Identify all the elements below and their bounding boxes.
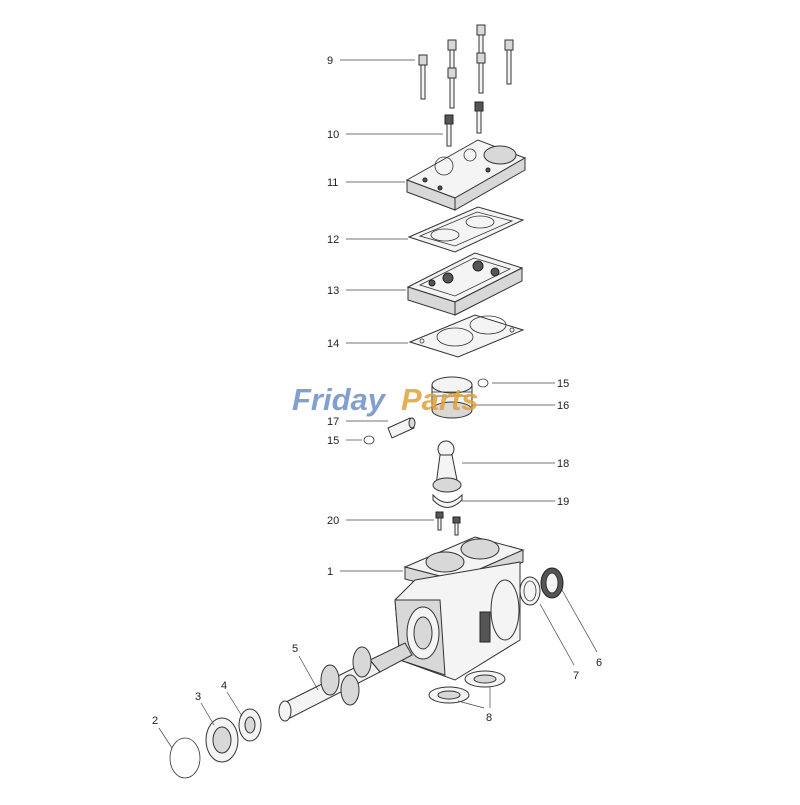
callout-19: 19 bbox=[557, 496, 569, 508]
callout-14: 14 bbox=[327, 338, 339, 350]
callout-16: 16 bbox=[557, 400, 569, 412]
callout-12: 12 bbox=[327, 234, 339, 246]
watermark-brand-b: Parts bbox=[401, 382, 479, 417]
part-9-bolts bbox=[418, 24, 514, 109]
part-11-head-cover bbox=[405, 139, 527, 211]
callout-13: 13 bbox=[327, 285, 339, 297]
part-15-circlip-lower bbox=[363, 435, 375, 445]
part-2-ring bbox=[169, 737, 201, 779]
part-6-bearing bbox=[540, 567, 564, 599]
part-15-circlip-upper bbox=[477, 378, 489, 388]
callout-20: 20 bbox=[327, 515, 339, 527]
part-5-crankshaft bbox=[278, 642, 413, 722]
callout-18: 18 bbox=[557, 458, 569, 470]
part-7-seal bbox=[519, 576, 541, 606]
callout-8: 8 bbox=[486, 712, 492, 724]
callout-15-upper: 15 bbox=[557, 378, 569, 390]
callout-5: 5 bbox=[292, 643, 298, 655]
part-1-crankcase bbox=[394, 536, 525, 681]
part-16-piston bbox=[431, 376, 473, 419]
callout-17: 17 bbox=[327, 416, 339, 428]
part-8-washers bbox=[428, 670, 506, 704]
callout-15-lower: 15 bbox=[327, 435, 339, 447]
callout-11: 11 bbox=[327, 177, 338, 189]
callout-1: 1 bbox=[327, 566, 333, 578]
callout-6: 6 bbox=[596, 657, 602, 669]
leader-lines bbox=[158, 59, 598, 749]
callout-9: 9 bbox=[327, 55, 333, 67]
part-10-short-bolts bbox=[444, 101, 484, 147]
watermark-logo: Friday Parts bbox=[292, 382, 479, 417]
part-13-valve-plate bbox=[406, 252, 524, 316]
callout-4: 4 bbox=[221, 680, 227, 692]
part-14-lower-gasket bbox=[408, 314, 525, 358]
part-4-spacer bbox=[238, 708, 262, 742]
callout-7: 7 bbox=[573, 670, 579, 682]
callout-10: 10 bbox=[327, 129, 339, 141]
callout-2: 2 bbox=[152, 715, 158, 727]
part-19-rod-cap bbox=[432, 493, 463, 508]
part-17-piston-pin bbox=[387, 417, 416, 439]
part-12-gasket bbox=[407, 206, 525, 253]
part-18-connecting-rod bbox=[432, 440, 462, 493]
part-20-rod-bolts bbox=[435, 511, 461, 536]
callout-3: 3 bbox=[195, 691, 201, 703]
part-3-bearing bbox=[205, 717, 239, 763]
watermark-brand-a: Friday bbox=[292, 382, 387, 417]
callout-labels: 9 10 11 12 13 14 15 16 17 15 18 19 20 1 … bbox=[152, 55, 602, 727]
